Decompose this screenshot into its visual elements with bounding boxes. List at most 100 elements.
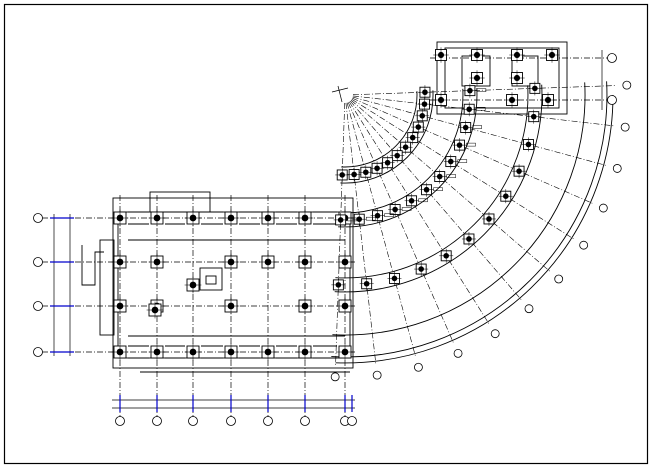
curved-column bbox=[411, 120, 426, 135]
bottom-axis-bubble bbox=[115, 416, 125, 426]
column bbox=[296, 253, 314, 271]
west-bay bbox=[99, 239, 115, 336]
top-column bbox=[540, 92, 556, 108]
curved-wall bbox=[340, 90, 434, 184]
column bbox=[336, 297, 354, 315]
curved-column bbox=[512, 164, 527, 179]
radial-axis-line bbox=[347, 102, 455, 345]
column bbox=[184, 209, 202, 227]
column bbox=[184, 276, 202, 294]
curved-column bbox=[335, 167, 350, 182]
radial-axis-line bbox=[349, 100, 523, 302]
curved-wall bbox=[331, 81, 608, 358]
column bbox=[222, 253, 240, 271]
focal-marker bbox=[337, 85, 343, 103]
column-tag bbox=[446, 174, 456, 178]
top-column bbox=[509, 47, 525, 63]
curved-column bbox=[333, 212, 348, 227]
column bbox=[222, 343, 240, 361]
axis-bubbles bbox=[33, 53, 632, 426]
top-column bbox=[433, 92, 449, 108]
column bbox=[259, 209, 277, 227]
top-column bbox=[469, 47, 485, 63]
curved-wall bbox=[332, 82, 586, 336]
outer-curved-wall bbox=[335, 94, 614, 364]
curved-column bbox=[462, 83, 477, 98]
curved-column bbox=[419, 182, 434, 197]
column-tag bbox=[433, 187, 443, 191]
curved-column bbox=[352, 212, 367, 227]
column-tag bbox=[401, 207, 412, 211]
top-column bbox=[469, 70, 485, 86]
radial-axis-bubble bbox=[579, 240, 589, 250]
curved-wall bbox=[338, 88, 464, 214]
radial-axis-line bbox=[335, 102, 346, 367]
curved-column bbox=[358, 165, 373, 180]
bottom-axis-bubble bbox=[263, 416, 273, 426]
radial-axis-line bbox=[352, 95, 616, 127]
column-tag bbox=[365, 216, 376, 221]
curved-column bbox=[417, 97, 432, 112]
curved-column bbox=[481, 211, 496, 226]
radial-axis-line bbox=[346, 102, 417, 358]
curved-column bbox=[415, 108, 430, 123]
top-column bbox=[544, 47, 560, 63]
curved-column bbox=[404, 193, 419, 208]
column-tag bbox=[384, 213, 394, 217]
column-tag bbox=[472, 125, 482, 129]
top-column bbox=[509, 70, 525, 86]
radial-axis-bubble bbox=[490, 329, 500, 339]
walls bbox=[81, 41, 614, 373]
radial-axis-bubble bbox=[598, 203, 608, 213]
radial-axis-line bbox=[349, 101, 491, 326]
curved-column bbox=[390, 148, 405, 163]
curved-wall bbox=[338, 88, 478, 228]
top-column bbox=[504, 92, 520, 108]
grid-lines bbox=[42, 57, 617, 425]
bottom-axis-bubble bbox=[347, 416, 357, 426]
bottom-axis-bubble bbox=[152, 416, 162, 426]
radial-axis-line bbox=[350, 99, 552, 273]
column bbox=[111, 297, 129, 315]
column bbox=[259, 343, 277, 361]
column bbox=[111, 209, 129, 227]
column bbox=[148, 343, 166, 361]
left-axis-bubble bbox=[33, 213, 43, 223]
radial-axis-line bbox=[351, 99, 576, 241]
column-tag bbox=[418, 198, 428, 203]
radial-axis-bubble bbox=[372, 370, 382, 380]
radial-axis-bubble bbox=[554, 274, 564, 284]
curved-column bbox=[443, 154, 458, 169]
curved-column bbox=[331, 277, 346, 292]
radial-axis-line bbox=[352, 97, 595, 205]
curved-wall bbox=[341, 91, 418, 168]
curved-column bbox=[388, 202, 403, 217]
bottom-axis-bubble bbox=[300, 416, 310, 426]
stair-outline bbox=[81, 245, 104, 286]
curved-wall bbox=[335, 85, 529, 279]
core-room-inner bbox=[205, 275, 217, 285]
right-axis-bubble bbox=[607, 95, 617, 105]
dimension-lines bbox=[50, 50, 603, 412]
column bbox=[111, 253, 129, 271]
column bbox=[222, 297, 240, 315]
bottom-axis-bubble bbox=[188, 416, 198, 426]
curved-column bbox=[432, 169, 447, 184]
column bbox=[336, 343, 354, 361]
top-block-room bbox=[511, 55, 539, 87]
bottom-axis-bubble bbox=[226, 416, 236, 426]
column bbox=[148, 209, 166, 227]
radial-axis-line bbox=[352, 96, 608, 167]
column-tag bbox=[457, 159, 468, 163]
column-tag bbox=[476, 88, 487, 92]
column bbox=[184, 343, 202, 361]
curved-column bbox=[380, 155, 395, 170]
curved-column bbox=[387, 271, 402, 286]
curved-wall bbox=[334, 84, 543, 293]
column-tag bbox=[466, 142, 476, 147]
curved-column bbox=[347, 167, 362, 182]
radial-axis-bubble bbox=[612, 164, 622, 173]
right-axis-bubble bbox=[607, 53, 617, 63]
curved-column bbox=[462, 102, 477, 117]
